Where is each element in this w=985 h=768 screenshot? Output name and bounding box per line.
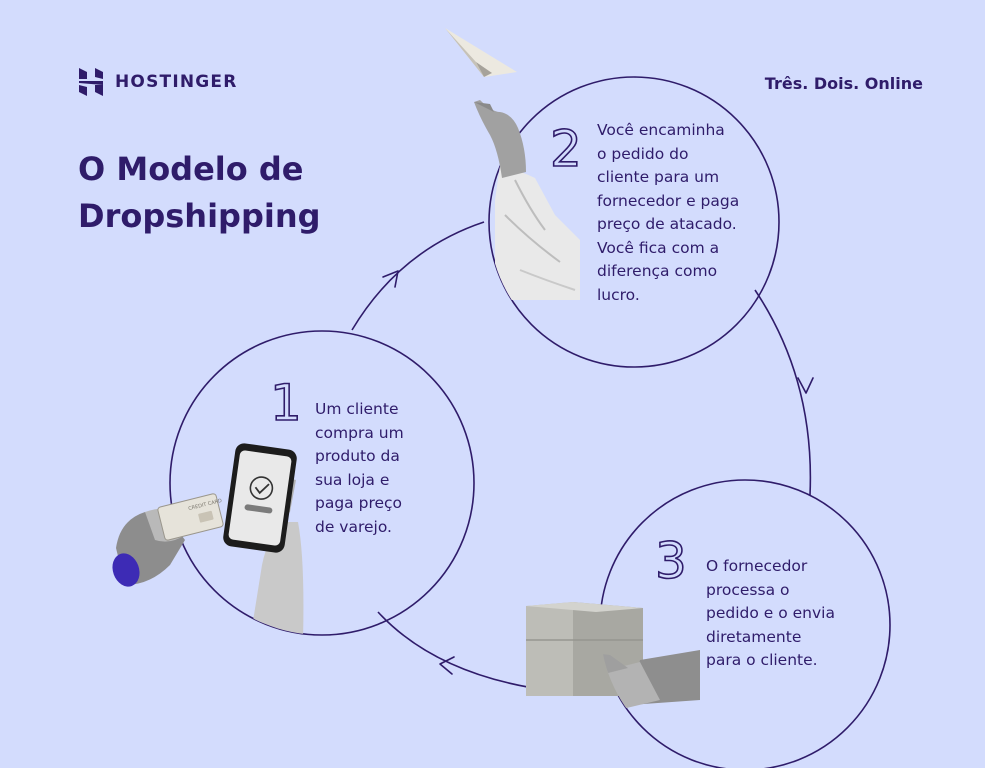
hostinger-logo-icon	[79, 68, 103, 96]
brand-logo: HOSTINGER	[79, 68, 238, 96]
arrow-up-icon	[382, 270, 399, 288]
brand-name: HOSTINGER	[115, 72, 238, 92]
step-1-number: 1	[269, 374, 302, 432]
step-1-text: Um cliente compra um produto da sua loja…	[315, 400, 404, 536]
hand-paper-plane-icon	[495, 165, 580, 300]
paper-plane-icon	[445, 28, 517, 77]
step-3-number: 3	[654, 532, 687, 590]
hands-phone-credit-card-icon: CREDIT CARD	[112, 443, 304, 635]
hands-cardboard-box-icon	[526, 602, 700, 713]
step-3-text: O fornecedor processa o pedido e o envia…	[706, 557, 835, 669]
arrow-left-icon	[439, 656, 455, 675]
step-2-text: Você encaminha o pedido do cliente para …	[597, 121, 740, 304]
page-title: O Modelo de Dropshipping	[78, 150, 321, 235]
step-2-circle	[488, 76, 780, 368]
connector-arc-1-2	[351, 221, 485, 331]
pointing-hand-icon	[474, 100, 526, 178]
arrow-down-icon	[797, 377, 814, 394]
connector-arc-2-3	[754, 289, 812, 496]
brand-tagline: Três. Dois. Online	[764, 74, 923, 93]
step-1-circle	[169, 330, 475, 636]
step-2-number: 2	[549, 120, 582, 178]
